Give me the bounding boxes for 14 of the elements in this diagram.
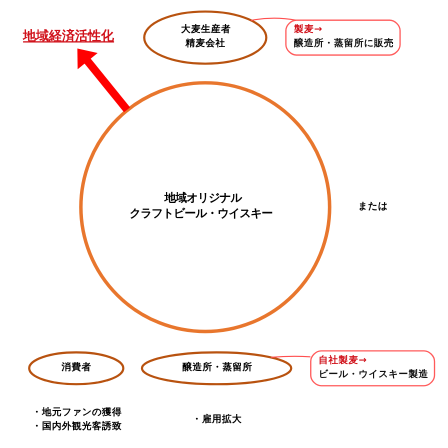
node-ellipse: 醸造所・蒸留所 [140,351,292,386]
node-box: 製麦→ 醸造所・蒸留所に販売 [285,20,401,56]
arrow [77,48,130,112]
connector [271,356,310,358]
node-label: ・雇用拡大 [192,414,242,426]
node-box: 自社製麦→ ビール・ウイスキー製造 [310,350,436,386]
node-ellipse: 大麦生産者精麦会社 [143,10,268,65]
connector [250,18,296,21]
node-label: ・地元ファンの獲得 [32,407,122,418]
node-text: 地域経済活性化 [23,29,114,44]
node-ellipse: 消費者 [28,351,124,386]
label: または [358,200,388,212]
node-circle: 地域オリジナルクラフトビール・ウイスキー [79,81,332,334]
node-label: ・国内外観光客誘致 [32,421,122,432]
